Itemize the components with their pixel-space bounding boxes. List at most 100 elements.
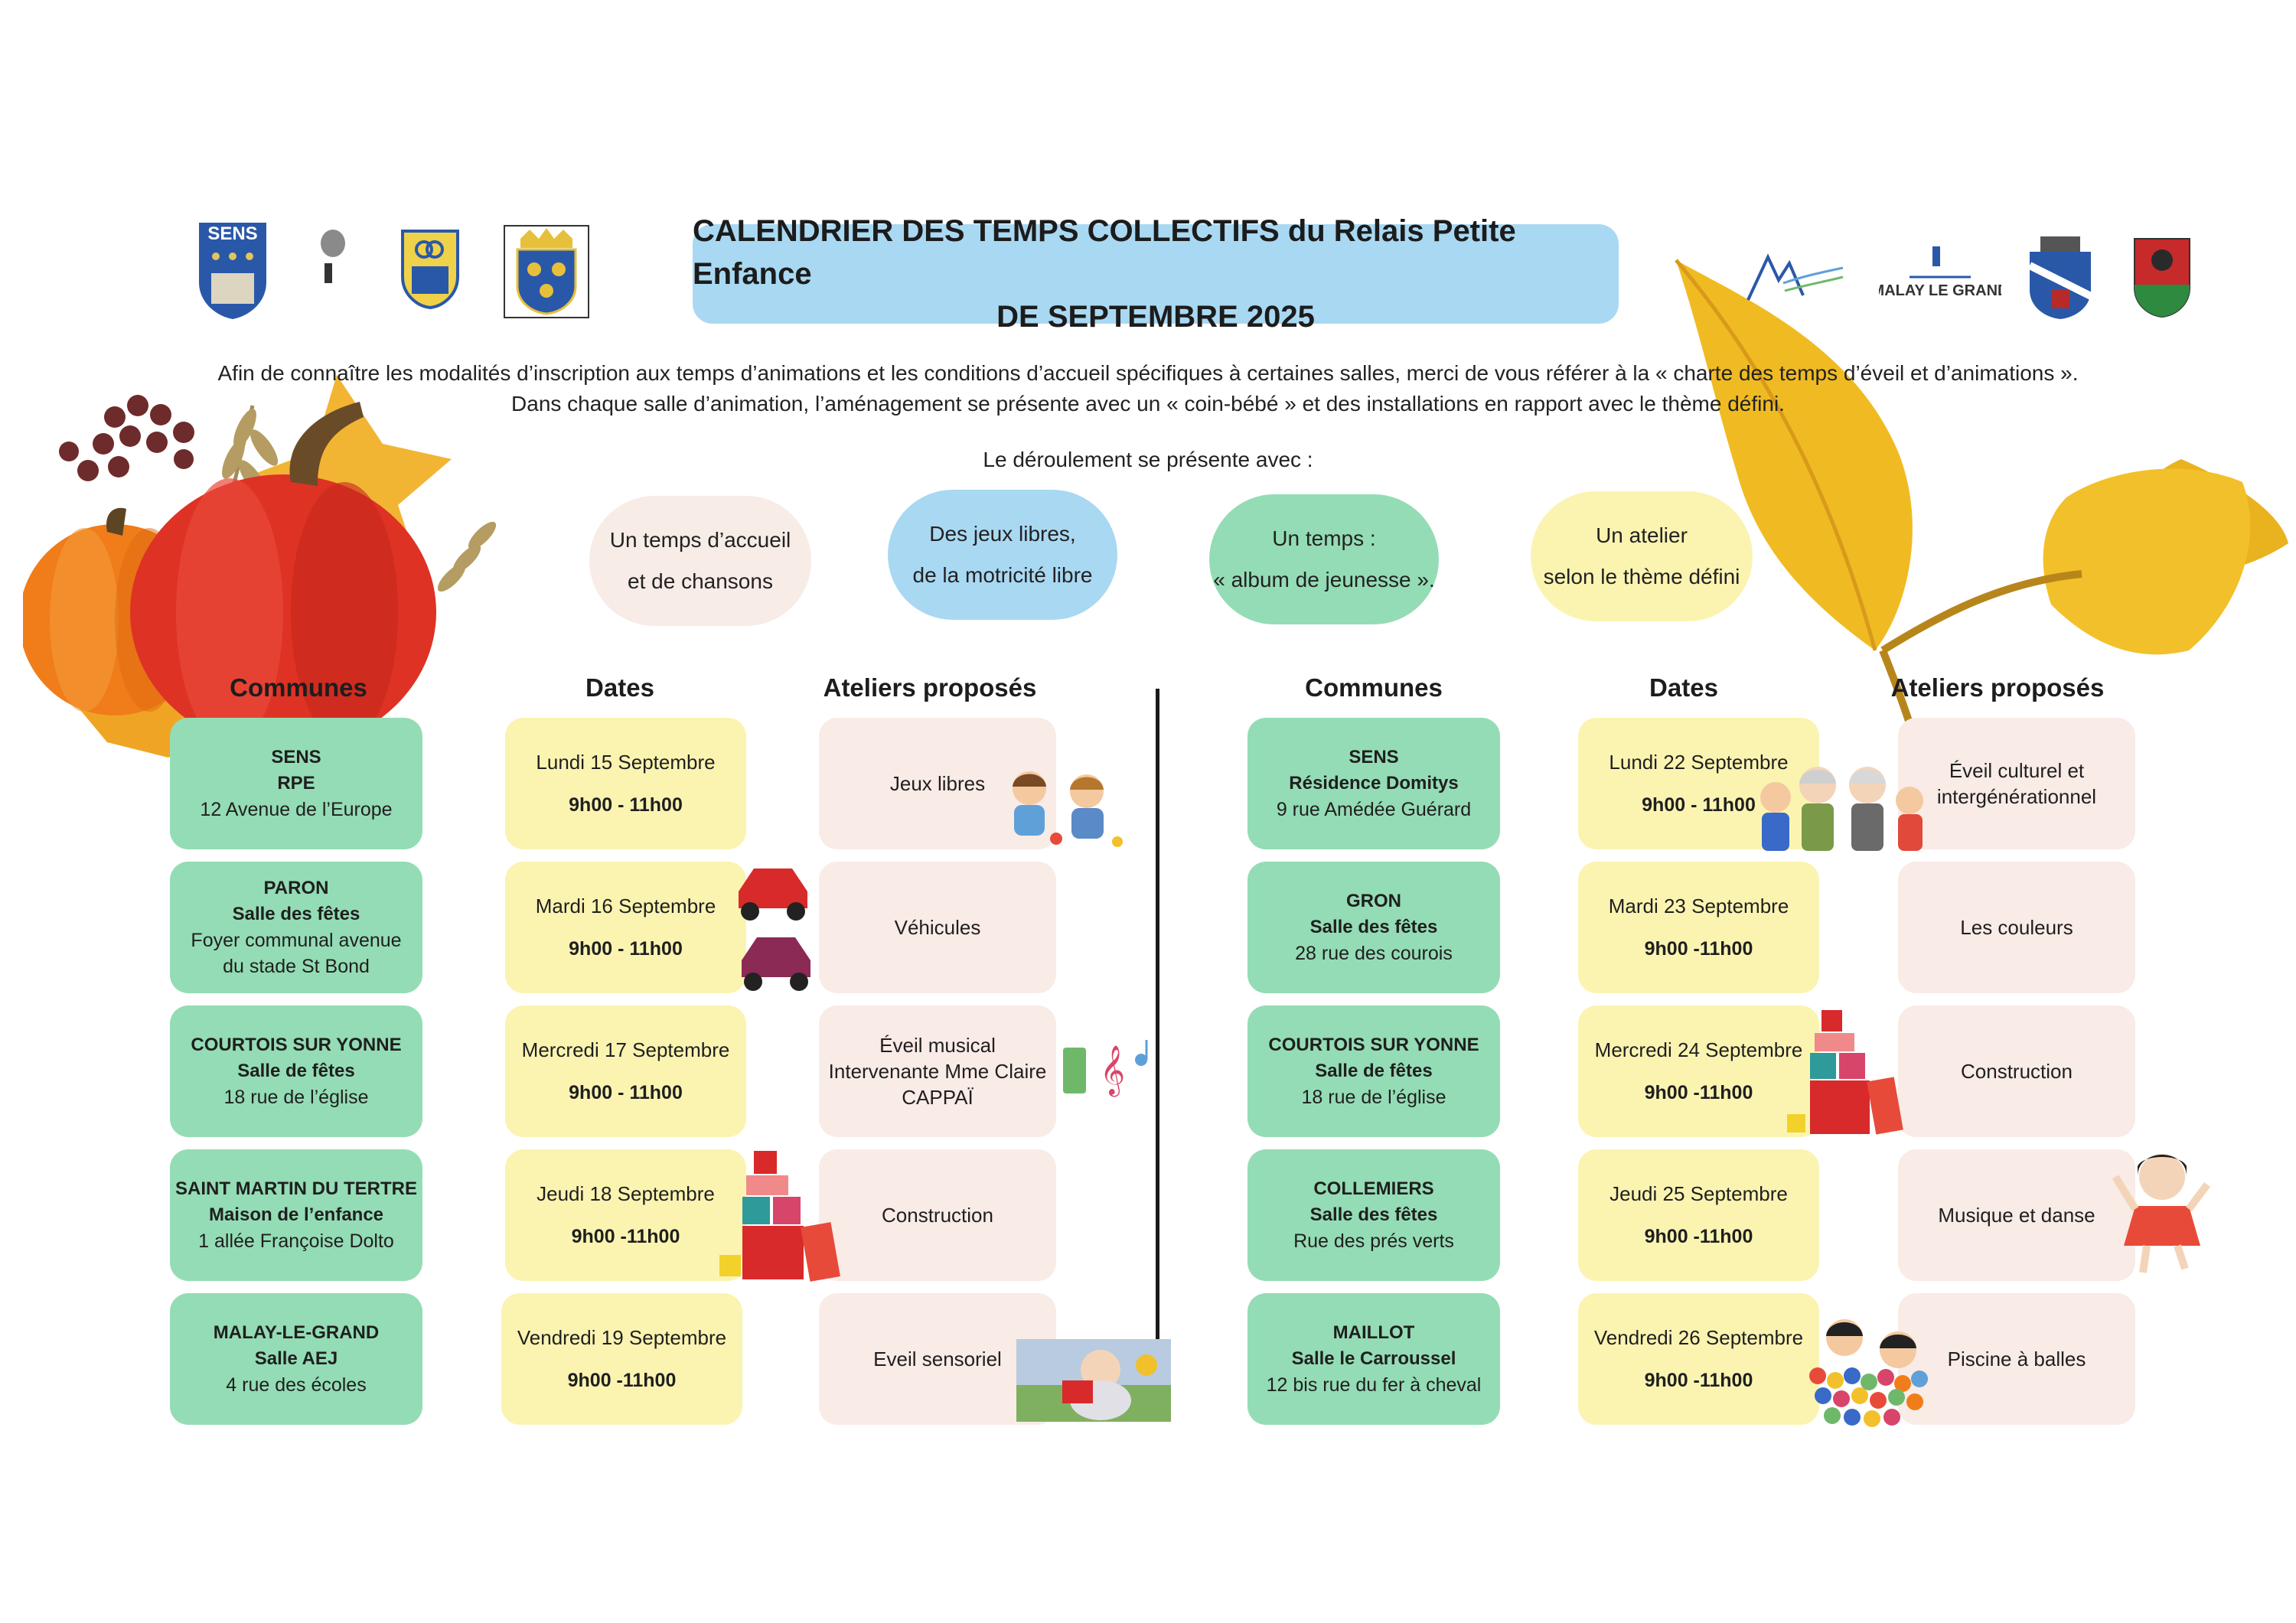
- commune-address: 28 rue des courois: [1295, 943, 1453, 964]
- commune-name: MALAY-LE-GRAND: [213, 1322, 380, 1343]
- step-1-line2: et de chansons: [628, 569, 773, 593]
- commune-venue: Maison de l’enfance: [208, 1204, 384, 1225]
- center-divider: [1156, 689, 1159, 1347]
- date-hours: 9h00 -11h00: [1644, 1370, 1753, 1391]
- building-blocks-illustration-right: [1787, 1010, 1903, 1135]
- music-notes-illustration: 𝄞: [1063, 1040, 1148, 1097]
- right-atelier-5: Piscine à balles: [1898, 1293, 2135, 1425]
- right-commune-5: MAILLOT Salle le Carroussel 12 bis rue d…: [1247, 1293, 1500, 1425]
- toy-cars-illustration: [739, 869, 810, 991]
- commune-name: SAINT MARTIN DU TERTRE: [175, 1178, 417, 1199]
- autumn-pumpkins-illustration: [23, 375, 497, 758]
- step-2-line1: Des jeux libres,: [929, 522, 1076, 546]
- commune-name: SENS: [1349, 747, 1399, 768]
- step-cloud-1: Un temps d’accueil et de chansons: [589, 496, 811, 626]
- date-hours: 9h00 - 11h00: [569, 938, 683, 960]
- right-atelier-1: Éveil culturel et intergénérationnel: [1898, 718, 2135, 849]
- commune-venue: Résidence Domitys: [1289, 773, 1459, 794]
- municipality-emblem-logo: [306, 227, 364, 318]
- children-playing-illustration: [1013, 771, 1123, 847]
- right-commune-3: COURTOIS SUR YONNE Salle de fêtes 18 rue…: [1247, 1005, 1500, 1137]
- date-hours: 9h00 -11h00: [1644, 1082, 1753, 1103]
- lions-coat-of-arms-logo: [504, 225, 589, 318]
- atelier-label: Éveil musical Intervenante Mme Claire CA…: [828, 1034, 1047, 1109]
- step-4-line2: selon le thème défini: [1543, 565, 1740, 588]
- baby-sensory-photo: [1016, 1339, 1171, 1422]
- commune-address: Foyer communal avenue du stade St Bond: [191, 930, 402, 977]
- date-hours: 9h00 - 11h00: [569, 794, 683, 816]
- atelier-label: Musique et danse: [1938, 1204, 2095, 1227]
- commune-name: SENS: [271, 747, 321, 768]
- date-label: Vendredi 19 Septembre: [517, 1326, 727, 1349]
- ball-pit-illustration: [1809, 1319, 1928, 1427]
- building-blocks-illustration: [719, 1151, 840, 1282]
- right-commune-2: GRON Salle des fêtes 28 rue des courois: [1247, 862, 1500, 993]
- calendar-title-line2: DE SEPTEMBRE 2025: [996, 300, 1315, 334]
- atelier-label: Construction: [882, 1204, 993, 1227]
- date-label: Lundi 15 Septembre: [536, 751, 716, 774]
- left-header-ateliers: Ateliers proposés: [823, 673, 1037, 702]
- commune-name: GRON: [1346, 891, 1401, 911]
- intro-line3: Le déroulement se présente avec :: [983, 448, 1313, 471]
- atelier-label: Eveil sensoriel: [873, 1348, 1002, 1370]
- atelier-label: Véhicules: [894, 916, 981, 939]
- left-date-1: Lundi 15 Septembre 9h00 - 11h00: [505, 718, 746, 849]
- commune-name: COURTOIS SUR YONNE: [191, 1035, 402, 1055]
- commune-address: 12 bis rue du fer à cheval: [1266, 1374, 1482, 1396]
- intergenerational-family-illustration: [1760, 767, 1923, 851]
- left-commune-1: SENS RPE 12 Avenue de l’Europe: [170, 718, 422, 849]
- commune-address: 18 rue de l’église: [1301, 1087, 1446, 1108]
- commune-name: PARON: [263, 878, 329, 898]
- svg-text:𝄞: 𝄞: [1100, 1045, 1125, 1097]
- step-3-line2: « album de jeunesse ».: [1213, 568, 1435, 592]
- left-commune-5: MALAY-LE-GRAND Salle AEJ 4 rue des école…: [170, 1293, 422, 1425]
- left-header-communes: Communes: [230, 673, 367, 702]
- right-atelier-4: Musique et danse: [1898, 1149, 2135, 1281]
- commune-address: 9 rue Amédée Guérard: [1276, 799, 1472, 820]
- calendar-title-line1: CALENDRIER DES TEMPS COLLECTIFS du Relai…: [693, 214, 1516, 291]
- commune-venue: Salle AEJ: [254, 1348, 338, 1369]
- right-commune-1: SENS Résidence Domitys 9 rue Amédée Guér…: [1247, 718, 1500, 849]
- right-date-5: Vendredi 26 Septembre 9h00 -11h00: [1578, 1293, 1819, 1425]
- atelier-label: Éveil culturel et intergénérationnel: [1936, 759, 2097, 808]
- commune-venue: Salle des fêtes: [1309, 917, 1438, 937]
- date-hours: 9h00 -11h00: [1644, 938, 1753, 960]
- red-green-coat-of-arms-logo: [2133, 237, 2191, 318]
- left-commune-4: SAINT MARTIN DU TERTRE Maison de l’enfan…: [170, 1149, 422, 1281]
- atelier-label: Piscine à balles: [1947, 1348, 2086, 1370]
- step-1-line1: Un temps d’accueil: [609, 528, 791, 552]
- commune-address: 1 allée Françoise Dolto: [198, 1230, 394, 1252]
- paron-coat-of-arms-logo: [401, 230, 459, 310]
- date-hours: 9h00 -11h00: [571, 1226, 680, 1247]
- right-date-4: Jeudi 25 Septembre 9h00 -11h00: [1578, 1149, 1819, 1281]
- left-date-4: Jeudi 18 Septembre 9h00 -11h00: [505, 1149, 746, 1281]
- calendar-title: CALENDRIER DES TEMPS COLLECTIFS du Relai…: [693, 214, 1619, 334]
- date-label: Vendredi 26 Septembre: [1593, 1326, 1804, 1349]
- step-cloud-2: Des jeux libres, de la motricité libre: [888, 490, 1117, 620]
- mountain-waves-logo: [1745, 249, 1844, 303]
- commune-address: 18 rue de l’église: [223, 1087, 369, 1108]
- atelier-label: Jeux libres: [889, 772, 986, 795]
- commune-venue: Salle des fêtes: [232, 904, 360, 924]
- right-date-3: Mercredi 24 Septembre 9h00 -11h00: [1578, 1005, 1819, 1137]
- date-label: Mercredi 24 Septembre: [1594, 1038, 1803, 1061]
- right-header-ateliers: Ateliers proposés: [1890, 673, 2105, 702]
- autumn-leaves-illustration: [1675, 259, 2288, 725]
- left-commune-3: COURTOIS SUR YONNE Salle de fêtes 18 rue…: [170, 1005, 422, 1137]
- commune-venue: Salle de fêtes: [237, 1061, 355, 1081]
- right-date-2: Mardi 23 Septembre 9h00 -11h00: [1578, 862, 1819, 993]
- intro-line2: Dans chaque salle d’animation, l’aménage…: [511, 392, 1785, 416]
- step-cloud-3: Un temps : « album de jeunesse ».: [1209, 494, 1439, 624]
- step-2-line2: de la motricité libre: [912, 563, 1093, 587]
- right-header-dates: Dates: [1649, 673, 1718, 702]
- blue-coat-of-arms-logo: [2027, 235, 2093, 321]
- malay-le-grand-logo: MALAY LE GRAND: [1872, 243, 2008, 312]
- date-label: Jeudi 18 Septembre: [536, 1182, 715, 1205]
- atelier-label: Les couleurs: [1960, 916, 2073, 939]
- left-atelier-2: Véhicules: [819, 862, 1056, 993]
- left-date-5: Vendredi 19 Septembre 9h00 -11h00: [501, 1293, 742, 1425]
- commune-name: COURTOIS SUR YONNE: [1268, 1035, 1479, 1055]
- right-header-communes: Communes: [1305, 673, 1443, 702]
- left-atelier-3: Éveil musical Intervenante Mme Claire CA…: [819, 1005, 1056, 1137]
- date-label: Lundi 22 Septembre: [1609, 751, 1789, 774]
